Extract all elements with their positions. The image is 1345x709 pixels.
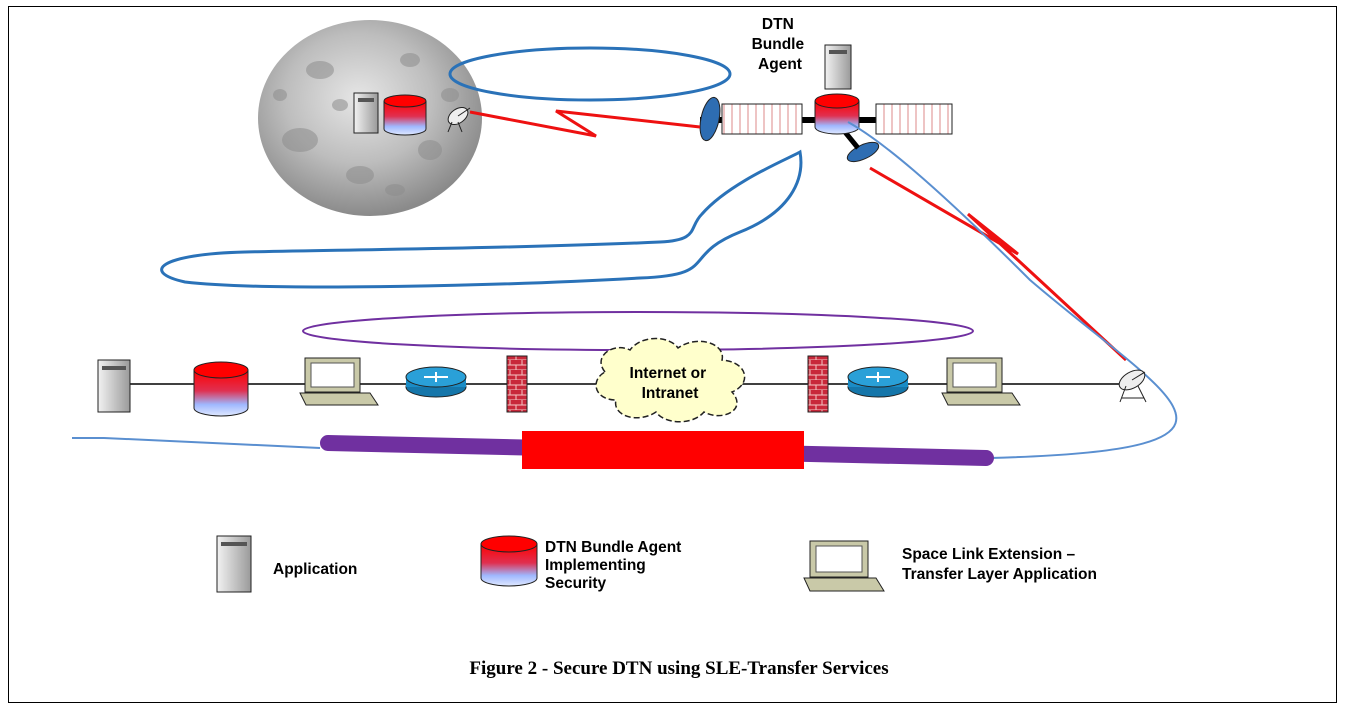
satellite-ground-rf-link [869, 166, 1128, 362]
legend: Application DTN Bundle Agent Implementin… [216, 535, 1097, 593]
top-agent-label-line: Bundle [752, 36, 805, 53]
satellite-bundle-agent [814, 93, 860, 135]
moon-bundle-agent [383, 94, 427, 136]
bundle-path-swirl [160, 149, 803, 289]
legend-application-icon [216, 535, 252, 593]
top-agent-label: DTN Bundle Agent [752, 16, 809, 73]
internet-cloud: Internet or Intranet [595, 337, 746, 423]
sle-workstation-left [299, 357, 379, 406]
moon-satellite-dish-icon [447, 106, 471, 133]
sle-workstation-right [941, 357, 1021, 406]
ground-bundle-agent [193, 361, 249, 417]
legend-bundle-agent-icon [480, 535, 538, 587]
legend-application-label: Application [273, 561, 357, 578]
legend-bundle-agent-line: Implementing [545, 557, 646, 574]
firewall-icon [506, 355, 528, 413]
satellite-application-server [824, 44, 852, 90]
legend-sle-line: Transfer Layer Application [902, 566, 1097, 583]
cloud-label: Internet or Intranet [630, 365, 711, 402]
bundle-path-left-tail [72, 437, 321, 449]
cloud-label-line: Internet or [630, 365, 707, 382]
legend-bundle-agent-label: DTN Bundle Agent Implementing Security [545, 539, 686, 592]
router-icon [405, 366, 467, 398]
top-agent-label-line: DTN [762, 16, 794, 33]
secure-segment-bar [522, 431, 804, 469]
legend-bundle-agent-line: DTN Bundle Agent [545, 539, 681, 556]
moon-application-server [353, 92, 379, 134]
legend-bundle-agent-line: Security [545, 575, 607, 592]
legend-sle-workstation-icon [803, 540, 885, 592]
ground-application-server [97, 359, 131, 413]
firewall-icon [807, 355, 829, 413]
legend-sle-line: Space Link Extension – [902, 546, 1076, 563]
ground-satellite-dish-icon [1118, 369, 1147, 403]
top-agent-label-line: Agent [758, 56, 802, 73]
legend-sle-label: Space Link Extension – Transfer Layer Ap… [902, 546, 1097, 583]
figure-caption: Figure 2 - Secure DTN using SLE-Transfer… [469, 658, 888, 679]
moon-satellite-rf-link [469, 109, 701, 138]
bundle-loop-top [448, 46, 732, 102]
bundle-path-ground [847, 121, 1178, 459]
router-icon [847, 366, 909, 398]
figure-frame [8, 6, 1337, 703]
cloud-label-line: Intranet [642, 385, 699, 402]
